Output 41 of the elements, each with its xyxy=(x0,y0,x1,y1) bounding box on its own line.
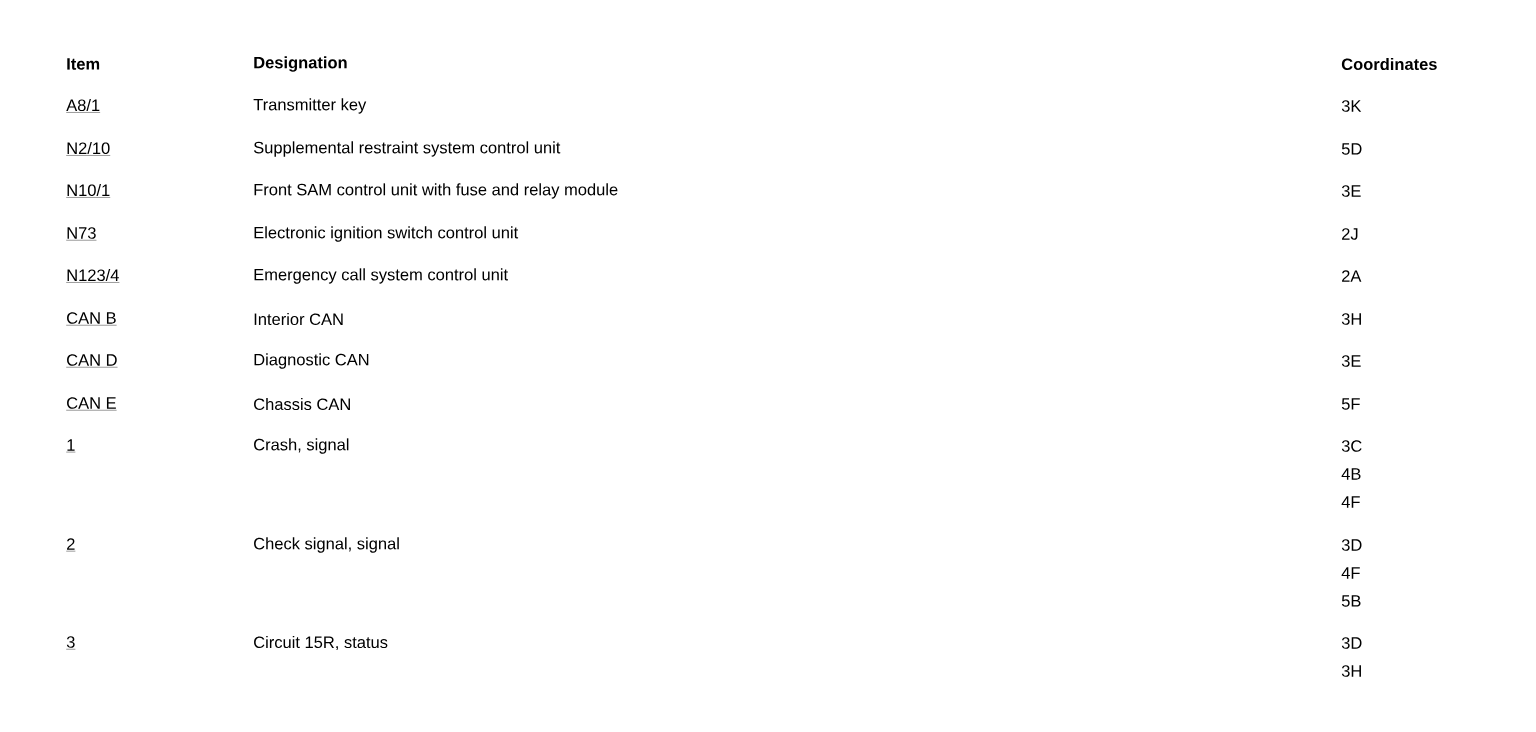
item-code: N2/10 xyxy=(66,141,111,156)
coordinate-text: 5B xyxy=(1341,595,1361,607)
coordinate-text: 4F xyxy=(1341,567,1360,579)
designation-text: Check signal, signal xyxy=(254,537,399,553)
designation-text: Electronic ignition switch control unit xyxy=(254,226,519,242)
item-code: CAN D xyxy=(66,354,118,368)
coordinate-text: 5F xyxy=(1341,398,1360,410)
designation-text: Transmitter key xyxy=(253,98,367,114)
coordinate-text: 3D xyxy=(1341,539,1362,551)
designation-text: Diagnostic CAN xyxy=(254,353,369,369)
designation-text: Circuit 15R, status xyxy=(254,636,388,651)
coordinate-text: 3D xyxy=(1341,637,1362,649)
item-code: CAN E xyxy=(66,397,117,411)
coordinate-text: 3K xyxy=(1341,100,1362,112)
item-code: N123/4 xyxy=(66,268,120,283)
designation-text: Supplemental restraint system control unit xyxy=(253,141,561,157)
coordinate-text: 3E xyxy=(1341,185,1361,197)
coordinate-text: 4B xyxy=(1341,468,1361,480)
column-header: Coordinates xyxy=(1341,57,1437,71)
coordinate-text: 4F xyxy=(1341,496,1360,508)
item-code: 1 xyxy=(66,439,76,453)
designation-text: Front SAM control unit with fuse and relay module xyxy=(254,183,618,199)
coordinate-text: 3C xyxy=(1341,440,1362,452)
designation-text: Interior CAN xyxy=(254,312,343,326)
coordinate-text: 2A xyxy=(1342,270,1362,282)
item-code: A8/1 xyxy=(66,98,101,113)
item-code: N10/1 xyxy=(66,183,111,198)
coordinate-text: 3H xyxy=(1341,665,1361,677)
item-code: N73 xyxy=(66,227,97,241)
designation-text: Emergency call system control unit xyxy=(254,268,508,284)
item-code: 3 xyxy=(66,636,76,650)
coordinate-text: 3H xyxy=(1341,313,1361,325)
item-code: 2 xyxy=(66,538,76,552)
column-header: Designation xyxy=(254,56,347,72)
coordinate-text: 2J xyxy=(1342,228,1358,240)
column-header: Item xyxy=(67,58,100,70)
designation-text: Crash, signal xyxy=(254,438,349,454)
designation-text: Chassis CAN xyxy=(254,397,350,411)
item-code: CAN B xyxy=(66,312,117,326)
coordinate-text: 3E xyxy=(1341,355,1361,367)
coordinate-text: 5D xyxy=(1341,143,1362,155)
